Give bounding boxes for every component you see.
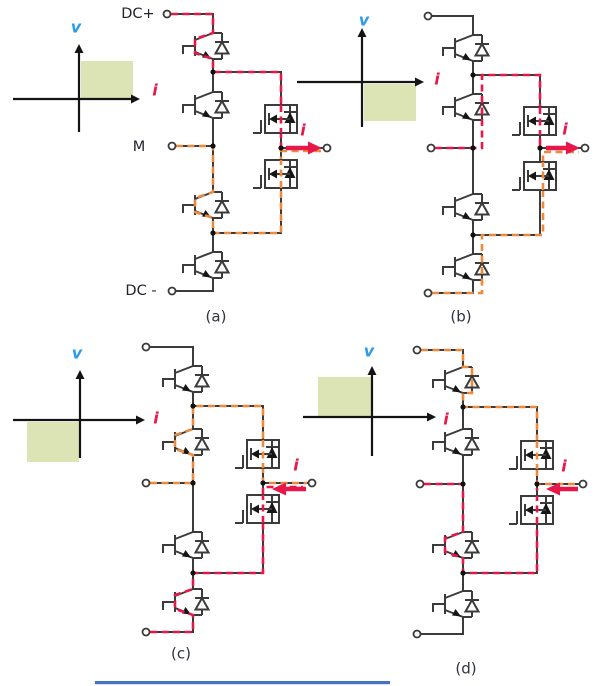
dc-minus-terminal bbox=[412, 629, 422, 639]
panel-caption-d: (d) bbox=[455, 660, 476, 678]
bottom-blue-bar bbox=[95, 681, 390, 685]
dc-plus-terminal bbox=[162, 9, 172, 19]
igbt-q2 bbox=[432, 424, 480, 460]
shaded-quadrant-3 bbox=[27, 422, 79, 462]
dc-plus-terminal bbox=[412, 345, 422, 355]
dc-plus-terminal bbox=[141, 342, 151, 352]
midpoint-label: M bbox=[133, 139, 146, 155]
panel-caption-a: (a) bbox=[206, 308, 227, 326]
i-axis-arrow bbox=[415, 77, 424, 87]
dc-plus-terminal bbox=[423, 11, 433, 21]
midpoint-terminal bbox=[167, 141, 177, 151]
shaded-quadrant-4 bbox=[364, 84, 416, 121]
igbt-q4 bbox=[432, 586, 480, 622]
vi-quadrant-chart-a: v i bbox=[13, 18, 158, 132]
output-current-label: i bbox=[300, 121, 306, 140]
mosfet-bottom bbox=[252, 159, 298, 189]
midpoint-terminal bbox=[415, 479, 425, 489]
i-axis-label: i bbox=[434, 70, 440, 89]
panel-c: v i i (c) bbox=[13, 342, 317, 663]
mosfet-bottom bbox=[508, 495, 554, 525]
red-current-path bbox=[424, 482, 539, 575]
igbt-q1 bbox=[442, 30, 490, 66]
dc-minus-terminal bbox=[423, 288, 433, 298]
igbt-q3 bbox=[162, 527, 210, 563]
output-current-arrow bbox=[546, 141, 580, 155]
red-current-path bbox=[435, 73, 542, 150]
vi-quadrant-chart-c: v i bbox=[13, 344, 159, 462]
circuit-wires bbox=[171, 13, 323, 292]
igbt-q1 bbox=[162, 361, 210, 397]
i-axis-arrow bbox=[131, 94, 140, 104]
v-axis-label: v bbox=[71, 18, 82, 37]
i-axis-label: i bbox=[153, 409, 159, 428]
orange-current-path bbox=[421, 348, 578, 486]
red-current-path bbox=[171, 12, 283, 148]
v-axis-arrow bbox=[75, 370, 85, 379]
mosfet-bottom bbox=[234, 494, 280, 524]
i-axis-label: i bbox=[152, 81, 158, 100]
mosfet-top bbox=[511, 106, 557, 136]
shaded-quadrant-2 bbox=[318, 377, 371, 416]
panel-caption-b: (b) bbox=[450, 308, 471, 326]
panel-caption-c: (c) bbox=[171, 645, 191, 663]
v-axis-arrow bbox=[367, 366, 377, 375]
mosfet-top bbox=[508, 440, 554, 470]
igbt-q3 bbox=[442, 189, 490, 225]
vi-quadrant-chart-d: v i bbox=[303, 342, 449, 456]
dc-minus-terminal bbox=[141, 627, 151, 637]
panel-a: v i DC+ M DC - i (a) bbox=[13, 6, 332, 326]
dc-minus-label: DC - bbox=[125, 283, 156, 299]
dc-minus-terminal bbox=[167, 286, 177, 296]
v-axis-label: v bbox=[359, 11, 370, 30]
shaded-quadrant-1 bbox=[81, 61, 133, 98]
output-current-arrow bbox=[272, 482, 306, 496]
output-current-label: i bbox=[561, 457, 567, 476]
panel-d: v i i (d) bbox=[303, 342, 588, 678]
orange-current-path bbox=[150, 404, 307, 485]
mosfet-top bbox=[252, 104, 298, 134]
orange-current-path bbox=[432, 150, 579, 295]
output-current-label: i bbox=[562, 120, 568, 139]
orange-current-path bbox=[176, 144, 321, 235]
output-current-arrow bbox=[286, 141, 322, 155]
output-terminal bbox=[322, 143, 332, 153]
i-axis-arrow bbox=[136, 415, 145, 425]
i-axis-arrow bbox=[427, 412, 436, 422]
output-terminal bbox=[580, 143, 590, 153]
v-axis-label: v bbox=[72, 344, 83, 363]
output-current-arrow bbox=[546, 482, 578, 496]
output-terminal bbox=[578, 479, 588, 489]
i-axis-label: i bbox=[443, 410, 449, 429]
mosfet-bottom bbox=[511, 161, 557, 191]
v-axis-arrow bbox=[74, 44, 84, 53]
mosfet-top bbox=[234, 439, 280, 469]
midpoint-terminal bbox=[426, 143, 436, 153]
output-current-label: i bbox=[293, 456, 299, 475]
panel-b: v i i (b) bbox=[297, 11, 590, 326]
red-current-path bbox=[150, 485, 303, 634]
v-axis-label: v bbox=[364, 342, 375, 361]
igbt-q2 bbox=[442, 89, 490, 125]
dc-plus-label: DC+ bbox=[121, 6, 154, 22]
vi-quadrant-chart-b: v i bbox=[297, 11, 440, 127]
igbt-q2 bbox=[182, 87, 230, 123]
igbt-q4 bbox=[182, 247, 230, 283]
output-terminal bbox=[307, 478, 317, 488]
v-axis-arrow bbox=[357, 28, 367, 37]
midpoint-terminal bbox=[141, 478, 151, 488]
